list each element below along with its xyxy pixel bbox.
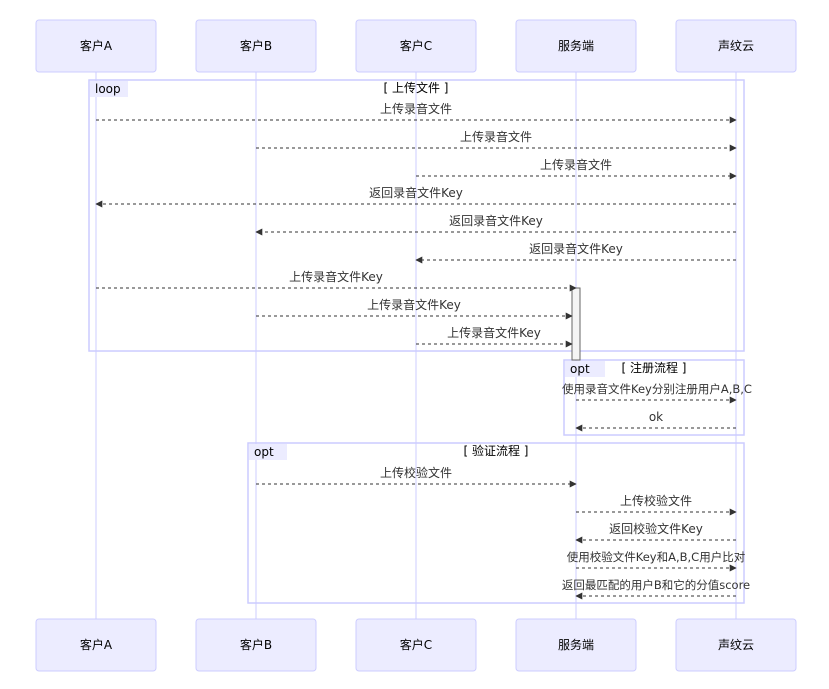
fragment-opt-register-title: [ 注册流程 ] — [622, 360, 687, 375]
message-3: 返回录音文件Key — [95, 185, 736, 208]
actor-V-top: 声纹云 — [675, 19, 797, 73]
fragment-opt-verify-title: [ 验证流程 ] — [464, 443, 529, 458]
bottom-actors: 客户A 客户B 客户C 服务端 声纹云 — [35, 618, 797, 672]
message-3-label: 返回录音文件Key — [369, 185, 463, 200]
message-1: 上传录音文件 — [256, 129, 737, 152]
actor-A-bottom: 客户A — [35, 618, 157, 672]
message-5-label: 返回录音文件Key — [529, 241, 623, 256]
message-10: ok — [575, 410, 736, 432]
message-12: 上传校验文件 — [576, 493, 737, 516]
fragment-opt-verify: opt [ 验证流程 ] — [247, 442, 745, 604]
message-11: 上传校验文件 — [256, 465, 577, 488]
actor-B-label: 客户B — [240, 38, 272, 53]
message-13-label: 返回校验文件Key — [609, 521, 703, 536]
message-13: 返回校验文件Key — [575, 521, 736, 544]
message-0: 上传录音文件 — [96, 101, 737, 124]
actor-V-label: 声纹云 — [718, 39, 754, 53]
message-0-label: 上传录音文件 — [380, 101, 452, 116]
actor-C-label: 客户C — [400, 38, 432, 53]
message-8: 上传录音文件Key — [416, 325, 573, 348]
lifelines — [95, 72, 737, 619]
message-6-label: 上传录音文件Key — [289, 269, 383, 284]
message-5: 返回录音文件Key — [415, 241, 736, 264]
message-9: 使用录音文件Key分别注册用户A,B,C — [562, 382, 752, 404]
actor-S-bottom: 服务端 — [515, 618, 637, 672]
fragment-opt-register-kind: opt — [570, 362, 590, 376]
message-15: 返回最匹配的用户B和它的分值score — [562, 578, 750, 600]
message-2-label: 上传录音文件 — [540, 157, 612, 172]
actor-A-top: 客户A — [35, 19, 157, 73]
message-14-label: 使用校验文件Key和A,B,C用户比对 — [567, 550, 746, 564]
actor-V-bottom: 声纹云 — [675, 618, 797, 672]
top-actors: 客户A 客户B 客户C 服务端 声纹云 — [35, 19, 797, 73]
fragment-loop: loop [ 上传文件 ] — [88, 79, 745, 352]
message-4-label: 返回录音文件Key — [449, 213, 543, 228]
message-4: 返回录音文件Key — [255, 213, 736, 236]
message-8-label: 上传录音文件Key — [447, 325, 541, 340]
fragment-opt-verify-kind: opt — [254, 445, 274, 459]
actor-B-bottom: 客户B — [195, 618, 317, 672]
message-10-label: ok — [649, 410, 663, 424]
actor-S-label: 服务端 — [558, 38, 594, 53]
message-15-label: 返回最匹配的用户B和它的分值score — [562, 578, 750, 592]
fragment-loop-kind: loop — [95, 82, 121, 96]
actor-A-label: 客户A — [80, 38, 113, 53]
message-2: 上传录音文件 — [416, 157, 737, 180]
messages: 上传录音文件 上传录音文件 上传录音文件 返回录音文件Key 返回录音文件Key… — [95, 101, 752, 600]
server-activation-bar — [571, 287, 581, 361]
message-7-label: 上传录音文件Key — [367, 297, 461, 312]
message-6: 上传录音文件Key — [96, 269, 577, 292]
fragment-opt-register: opt [ 注册流程 ] — [563, 359, 745, 436]
actor-S-top: 服务端 — [515, 19, 637, 73]
message-14: 使用校验文件Key和A,B,C用户比对 — [567, 550, 746, 572]
actor-A-bottom-label: 客户A — [80, 637, 113, 652]
actor-B-bottom-label: 客户B — [240, 637, 272, 652]
message-11-label: 上传校验文件 — [380, 465, 452, 480]
actor-S-bottom-label: 服务端 — [558, 637, 594, 652]
actor-B-top: 客户B — [195, 19, 317, 73]
fragment-loop-title: [ 上传文件 ] — [384, 80, 449, 95]
actor-V-bottom-label: 声纹云 — [718, 638, 754, 652]
message-1-label: 上传录音文件 — [460, 129, 532, 144]
actor-C-top: 客户C — [355, 19, 477, 73]
message-7: 上传录音文件Key — [256, 297, 573, 320]
message-12-label: 上传校验文件 — [620, 493, 692, 508]
actor-C-bottom-label: 客户C — [400, 637, 432, 652]
actor-C-bottom: 客户C — [355, 618, 477, 672]
message-9-label: 使用录音文件Key分别注册用户A,B,C — [562, 382, 752, 396]
